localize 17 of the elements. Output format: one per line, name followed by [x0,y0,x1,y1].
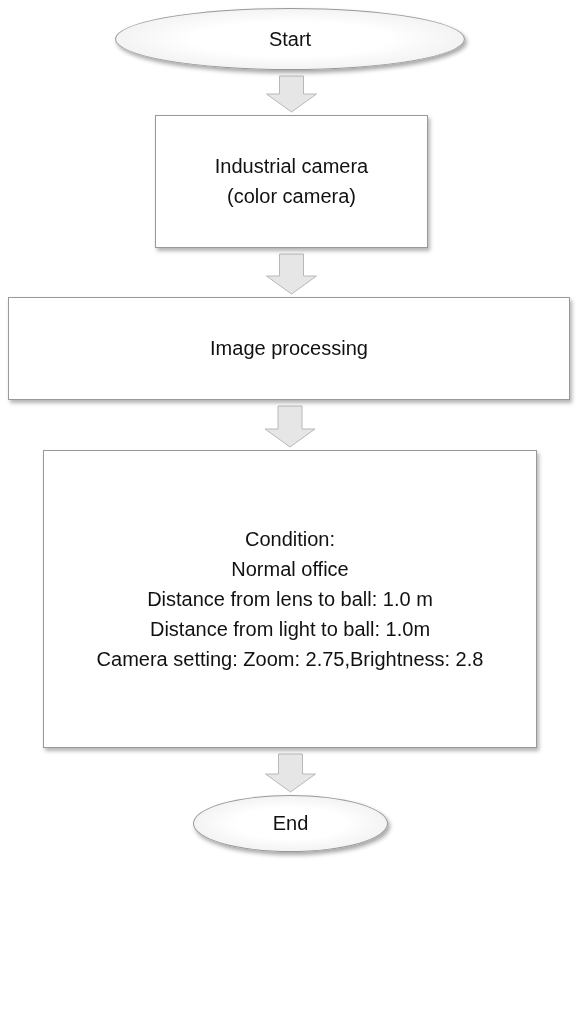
block-arrow [266,75,317,113]
node-text: End [272,812,309,835]
node-text: Normal office [231,557,349,581]
process-box [43,450,537,748]
block-arrow [266,253,317,295]
node-text: Camera setting: Zoom: 2.75,Brightness: 2.8 [96,647,484,671]
process-box [8,297,570,400]
block-arrow [264,405,316,448]
node-text: Start [268,27,312,51]
node-text: Condition: [244,527,336,551]
process-box [155,115,428,248]
node-text: (color camera) [227,185,356,208]
node-text: Industrial camera [214,155,369,178]
node-text: Distance from light to ball: 1.0m [149,617,431,641]
node-text: Distance from lens to ball: 1.0 m [147,587,433,611]
node-text: Image processing [210,337,368,360]
block-arrow [265,753,316,793]
